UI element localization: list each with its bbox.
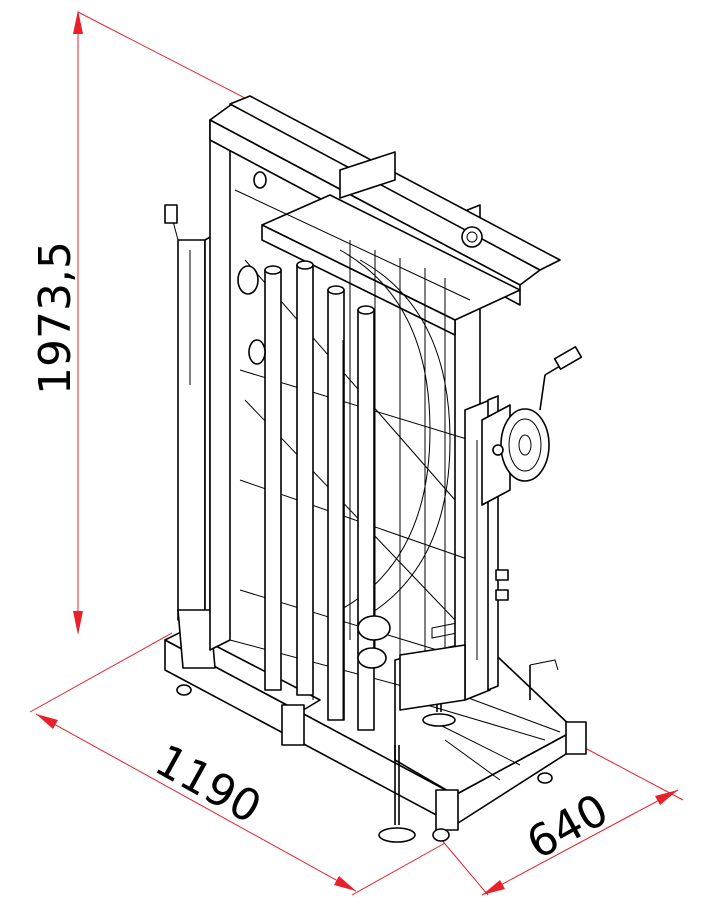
height-arrow-top: [73, 10, 83, 34]
length-extension-right: [351, 842, 446, 896]
length-label: 1190: [147, 735, 270, 834]
winch: [481, 346, 583, 506]
depth-extension-right: [584, 747, 684, 801]
depth-arrow-right: [655, 790, 678, 805]
depth-extension-left: [439, 837, 489, 896]
height-label: 1973,5: [30, 241, 81, 395]
outrigger-feet: [378, 621, 559, 843]
top-beams: [209, 95, 561, 336]
length-extension-left: [29, 632, 173, 713]
depth-dimension-line: [481, 789, 679, 896]
length-arrow-right: [334, 876, 356, 891]
depth-label: 640: [519, 784, 617, 869]
vertical-tubes: [264, 260, 375, 731]
clamps: [237, 171, 391, 669]
wheels: [176, 684, 553, 842]
depth-arrow-left: [482, 880, 505, 895]
dimension-lines: [29, 10, 684, 896]
tower-lift-machine: [164, 95, 587, 843]
length-dimension-line: [35, 713, 357, 892]
height-arrow-bottom: [73, 611, 83, 635]
length-arrow-left: [36, 714, 58, 729]
